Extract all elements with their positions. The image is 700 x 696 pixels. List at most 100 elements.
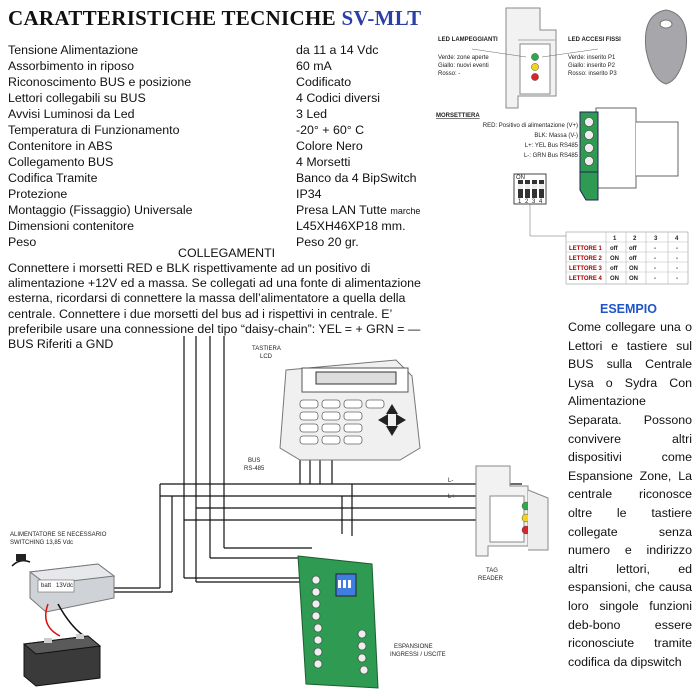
lettori-cell: - xyxy=(654,256,656,262)
espansione-label: INGRESSI / USCITE xyxy=(390,652,446,658)
spec-value: Colore Nero xyxy=(296,139,363,153)
lettori-row-label: LETTORE 2 xyxy=(569,256,603,262)
spec-value: da 11 a 14 Vdc xyxy=(296,43,379,57)
lettori-cell: off xyxy=(610,246,619,252)
alimentatore-label: ALIMENTATORE SE NECESSARIO xyxy=(10,532,107,538)
psu-illustration xyxy=(11,554,116,613)
battery-illustration xyxy=(22,603,102,687)
spec-row: Protezione IP34 xyxy=(8,186,428,202)
spec-value: Presa LAN Tutte marche xyxy=(296,202,420,219)
wiring-diagram: TASTIERA LCD BUS RS-485 L- L+ TAG READER… xyxy=(10,336,549,689)
psu-terminal-label: batt xyxy=(41,583,51,589)
espansione-board-illustration xyxy=(297,555,379,689)
morsettiera-board-illustration xyxy=(579,107,679,201)
spec-value: Banco da 4 BipSwitch xyxy=(296,171,417,185)
led-lampeggianti-line: Verde: zone aperte xyxy=(438,55,489,61)
led-lampeggianti-line: Giallo: nuovi eventi xyxy=(438,63,489,69)
lettori-cell: - xyxy=(676,256,678,262)
arrow-down-icon xyxy=(386,426,398,436)
spec-label: Codifica Tramite xyxy=(8,171,98,185)
spec-value: -20° + 60° C xyxy=(296,123,365,137)
spec-row: Contenitore in ABS Colore Nero xyxy=(8,138,428,154)
lettori-row-label: LETTORE 1 xyxy=(569,246,603,252)
lettori-cell: - xyxy=(654,276,656,282)
morsettiera-title: MORSETTIERA xyxy=(436,113,480,119)
spec-label: Protezione xyxy=(8,187,68,201)
spec-row: Codifica Tramite Banco da 4 BipSwitch xyxy=(8,170,428,186)
esempio-title: ESEMPIO xyxy=(600,302,657,316)
lettori-cell: - xyxy=(654,246,656,252)
morsettiera-line: RED: Positivo di alimentazione (V+) xyxy=(483,123,578,129)
led-green-icon xyxy=(531,53,539,61)
morsettiera-line: BLK: Massa (V-) xyxy=(534,133,578,139)
page-title: CARATTERISTICHE TECNICHE SV-MLT xyxy=(8,6,421,31)
collegamenti-text: Connettere i morsetti RED e BLK rispetti… xyxy=(8,261,421,352)
arrow-left-icon xyxy=(378,414,388,426)
led-accesi-title: LED ACCESI FISSI xyxy=(568,37,621,43)
lettori-cell: - xyxy=(676,266,678,272)
spec-value: IP34 xyxy=(296,187,322,201)
spec-row: Montaggio (Fissaggio) Universale Presa LA… xyxy=(8,202,428,218)
led-red-icon xyxy=(531,73,539,81)
bus-label: RS-485 xyxy=(244,466,265,472)
l-minus-label: L- xyxy=(448,478,453,484)
spec-label: Tensione Alimentazione xyxy=(8,43,139,57)
device-diagram: LED LAMPEGGIANTI Verde: zone aperte Gial… xyxy=(436,7,689,285)
plug-icon xyxy=(16,554,26,561)
spec-value-main: Presa LAN Tutte xyxy=(296,203,387,217)
lettori-cell: off xyxy=(629,256,638,262)
bus-label: BUS xyxy=(248,458,260,464)
lettori-header: 4 xyxy=(675,236,679,242)
led-lampeggianti-line: Rosso: - xyxy=(438,71,460,77)
alimentatore-label: SWITCHING 13,85 Vdc xyxy=(10,540,73,546)
dip-on-label: ON xyxy=(516,175,525,181)
espansione-label: ESPANSIONE xyxy=(394,644,433,650)
spec-value: 60 mA xyxy=(296,59,332,73)
tastiera-label: TASTIERA xyxy=(252,346,281,352)
l-plus-label: L+ xyxy=(448,494,455,500)
lettori-cell: ON xyxy=(610,256,619,262)
reader-top-illustration xyxy=(471,7,599,109)
title-model: SV-MLT xyxy=(341,6,422,30)
spec-value-note: marche xyxy=(390,206,421,216)
lettori-cell: ON xyxy=(629,276,638,282)
collegamenti-title: COLLEGAMENTI xyxy=(178,246,276,260)
lettori-table xyxy=(565,231,689,285)
spec-value: Codificato xyxy=(296,75,352,89)
led-lampeggianti-title: LED LAMPEGGIANTI xyxy=(438,37,498,43)
lettori-cell: - xyxy=(676,276,678,282)
dip-switch-icon xyxy=(513,173,547,205)
spec-label: Avvisi Luminosi da Led xyxy=(8,107,135,121)
tag-reader-label: TAG xyxy=(486,568,498,574)
spec-row: Temperatura di Funzionamento -20° + 60° C xyxy=(8,122,428,138)
morsettiera-line: L-: GRN Bus RS485 xyxy=(524,153,579,159)
esempio-text: Come collegare una o Lettori e tastiere … xyxy=(568,320,692,669)
tastiera-label: LCD xyxy=(260,354,273,360)
tastiera-lcd-illustration xyxy=(279,359,421,461)
spec-value: Peso 20 gr. xyxy=(296,235,359,249)
arrow-up-icon xyxy=(386,404,398,414)
spec-value: 4 Codici diversi xyxy=(296,91,381,105)
lettori-header: 1 xyxy=(613,236,617,242)
lettori-cell: - xyxy=(676,246,678,252)
spec-label: Lettori collegabili su BUS xyxy=(8,91,146,105)
led-accesi-line: Verde: inserito P1 xyxy=(568,55,616,61)
dip-number: 3 xyxy=(532,199,536,205)
spec-row: Lettori collegabili su BUS 4 Codici diver… xyxy=(8,90,428,106)
spec-label: Temperatura di Funzionamento xyxy=(8,123,180,137)
lettori-cell: ON xyxy=(629,266,638,272)
tag-reader-illustration xyxy=(475,465,549,557)
spec-row: Riconoscimento BUS e posizione Codificato xyxy=(8,74,428,90)
arrow-right-icon xyxy=(396,414,406,426)
spec-label: Assorbimento in riposo xyxy=(8,59,135,73)
lettori-row-label: LETTORE 4 xyxy=(569,276,603,282)
spec-label: Riconoscimento BUS e posizione xyxy=(8,75,192,89)
psu-terminal-label: 13Vdc xyxy=(56,583,73,589)
title-main: CARATTERISTICHE TECNICHE xyxy=(8,6,336,30)
spec-label: Contenitore in ABS xyxy=(8,139,113,153)
spec-label: Montaggio (Fissaggio) Universale xyxy=(8,203,193,217)
